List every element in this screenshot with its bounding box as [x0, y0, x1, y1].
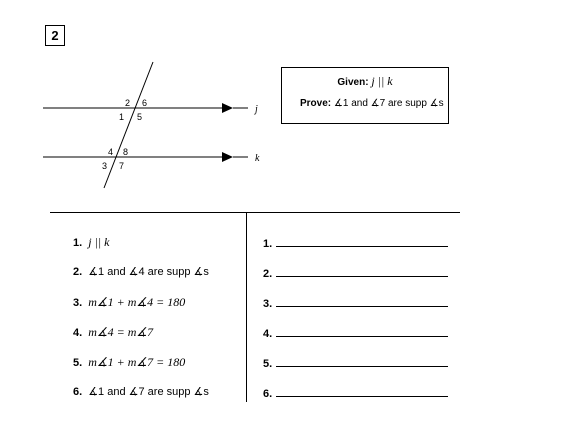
angle-label-5: 5: [137, 112, 142, 122]
given-prove-box: Given: j || k Prove: ∡1 and ∡7 are supp …: [281, 67, 449, 124]
angle-label-1: 1: [119, 112, 124, 122]
given-value: j || k: [371, 74, 393, 88]
reason-4-blank[interactable]: [276, 326, 449, 337]
statement-6: 6. ∡1 and ∡7 are supp ∡s: [73, 386, 209, 398]
reason-3: 3.: [263, 296, 449, 310]
line-j-label: j: [253, 104, 258, 115]
reason-5: 5.: [263, 356, 449, 370]
problem-number: 2: [45, 25, 65, 46]
prove-label: Prove:: [300, 98, 332, 109]
reason-5-blank[interactable]: [276, 356, 449, 367]
line-k-label: k: [255, 153, 260, 164]
reason-6: 6.: [263, 386, 449, 400]
reason-3-blank[interactable]: [276, 296, 449, 307]
angle-label-2: 2: [125, 98, 130, 108]
line-j-arrow: [222, 103, 233, 113]
angle-label-3: 3: [102, 161, 107, 171]
statement-1: 1. j || k: [73, 235, 110, 249]
reason-6-blank[interactable]: [276, 386, 449, 397]
angle-label-4: 4: [108, 147, 113, 157]
proof-table-top-rule: [50, 212, 460, 213]
reason-4: 4.: [263, 326, 449, 340]
statement-2: 2. ∡1 and ∡4 are supp ∡s: [73, 266, 209, 278]
reason-1: 1.: [263, 236, 449, 250]
line-k-arrow: [222, 152, 233, 162]
angle-label-8: 8: [123, 147, 128, 157]
angle-label-6: 6: [142, 98, 147, 108]
given-line: Given: j || k: [282, 74, 448, 89]
statement-4: 4. m∡4 = m∡7: [73, 325, 154, 339]
reason-1-blank[interactable]: [276, 236, 449, 247]
given-label: Given:: [337, 77, 369, 88]
transversal: [103, 61, 154, 189]
prove-line: Prove: ∡1 and ∡7 are supp ∡s: [300, 98, 444, 109]
reason-2-blank[interactable]: [276, 266, 449, 277]
statement-5: 5. m∡1 + m∡7 = 180: [73, 355, 186, 369]
parallel-lines-diagram: j k 2 6 1 5 4 8 3 7: [43, 61, 260, 189]
reason-2: 2.: [263, 266, 449, 280]
angle-label-7: 7: [119, 161, 124, 171]
proof-table-divider: [246, 212, 247, 402]
prove-value: ∡1 and ∡7 are supp ∡s: [333, 98, 444, 109]
statement-3: 3. m∡1 + m∡4 = 180: [73, 295, 186, 309]
